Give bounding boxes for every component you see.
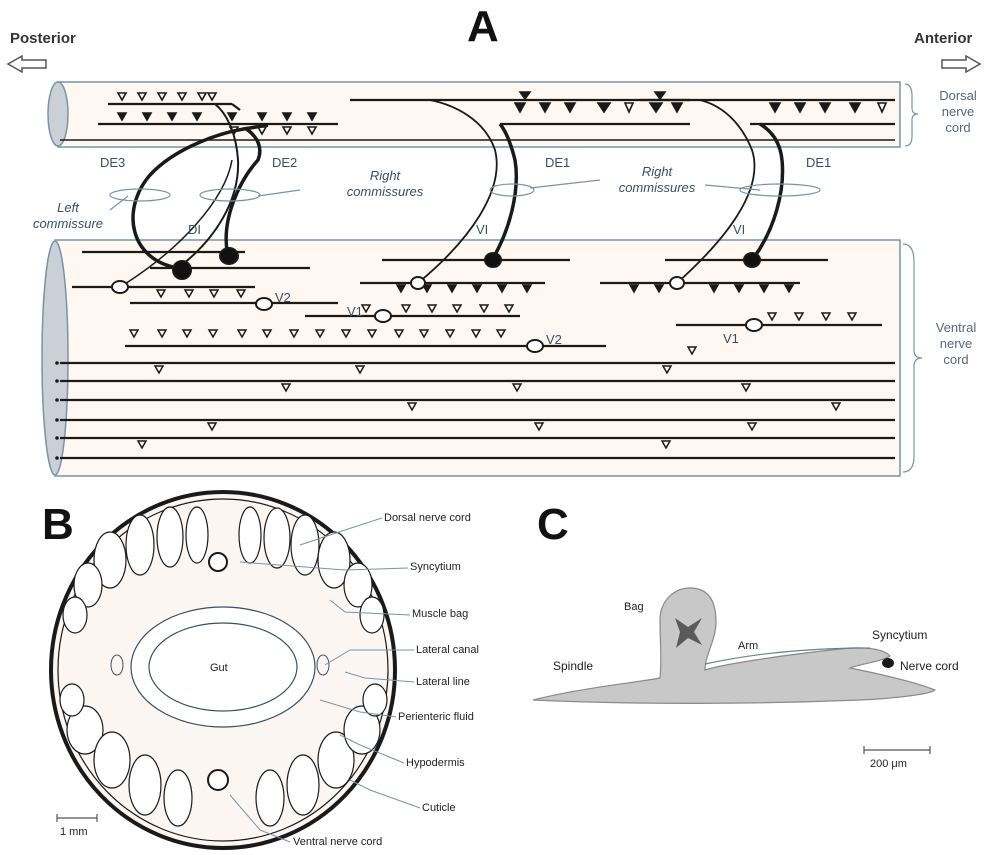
syncytium-label: Syncytium (872, 628, 927, 642)
panel-b-label-hypodermis: Hypodermis (406, 757, 465, 769)
neuron-label-di: DI (188, 222, 201, 237)
neuron-label-vi-b: VI (733, 222, 745, 237)
neuron-label-v1-b: V1 (723, 331, 739, 346)
neuron-label-v1-a: V1 (347, 304, 363, 319)
panel-b-scale-bar (57, 814, 97, 822)
spindle-label: Spindle (553, 659, 593, 673)
anterior-arrow-icon (942, 56, 980, 72)
dorsal-label-line-2: nerve (928, 104, 988, 120)
panel-b-label: B (42, 500, 74, 550)
neuron-label-vi-a: VI (476, 222, 488, 237)
nerve-cord-label: Nerve cord (900, 659, 959, 673)
left-commissure-label: Left commissure (18, 200, 118, 232)
right-commissures-2-line-1: Right (592, 164, 722, 180)
panel-b-label-dorsal-nerve-cord: Dorsal nerve cord (384, 512, 471, 524)
bag-label: Bag (624, 601, 644, 613)
right-commissures-2-line-2: commissures (592, 180, 722, 196)
gut-label: Gut (210, 662, 228, 674)
left-commissure-line-2: commissure (18, 216, 118, 232)
panel-c-scale-label: 200 μm (870, 758, 907, 770)
arm-label: Arm (738, 640, 758, 652)
panel-b-label-perienteric-fluid: Perienteric fluid (398, 711, 474, 723)
right-commissures-label-2: Right commissures (592, 164, 722, 196)
ventral-label-line-3: cord (926, 352, 986, 368)
muscle-cell (533, 588, 935, 703)
neuron-label-de1-b: DE1 (806, 155, 831, 170)
neuron-label-de1-a: DE1 (545, 155, 570, 170)
dorsal-label-line-3: cord (928, 120, 988, 136)
panel-b-label-cuticle: Cuticle (422, 802, 456, 814)
left-commissure-line-1: Left (18, 200, 118, 216)
posterior-label: Posterior (10, 30, 76, 47)
panel-b-scale-label: 1 mm (60, 826, 88, 838)
panel-b-label-ventral-nerve-cord: Ventral nerve cord (293, 836, 382, 848)
panel-c-label: C (537, 500, 569, 550)
posterior-arrow-icon (8, 56, 46, 72)
panel-b-label-muscle-bag: Muscle bag (412, 608, 468, 620)
dorsal-label-line-1: Dorsal (928, 88, 988, 104)
neuron-label-de2: DE2 (272, 155, 297, 170)
neuron-label-v2-a: V2 (275, 290, 291, 305)
panel-c-scale-bar (864, 746, 930, 754)
dorsal-nerve-cord-tube (48, 82, 918, 147)
ventral-nerve-cord-label: Ventral nerve cord (926, 320, 986, 368)
right-commissures-label-1: Right commissures (320, 168, 450, 200)
panel-b-label-syncytium: Syncytium (410, 561, 461, 573)
panel-b-label-lateral-canal: Lateral canal (416, 644, 479, 656)
panel-a-label: A (467, 2, 499, 52)
dorsal-nerve-cord-label: Dorsal nerve cord (928, 88, 988, 136)
ventral-label-line-2: nerve (926, 336, 986, 352)
anterior-label: Anterior (914, 30, 972, 47)
right-commissures-1-line-1: Right (320, 168, 450, 184)
ventral-label-line-1: Ventral (926, 320, 986, 336)
neuron-label-de3: DE3 (100, 155, 125, 170)
right-commissures-1-line-2: commissures (320, 184, 450, 200)
neuron-label-v2-b: V2 (546, 332, 562, 347)
panel-b-label-lateral-line: Lateral line (416, 676, 470, 688)
